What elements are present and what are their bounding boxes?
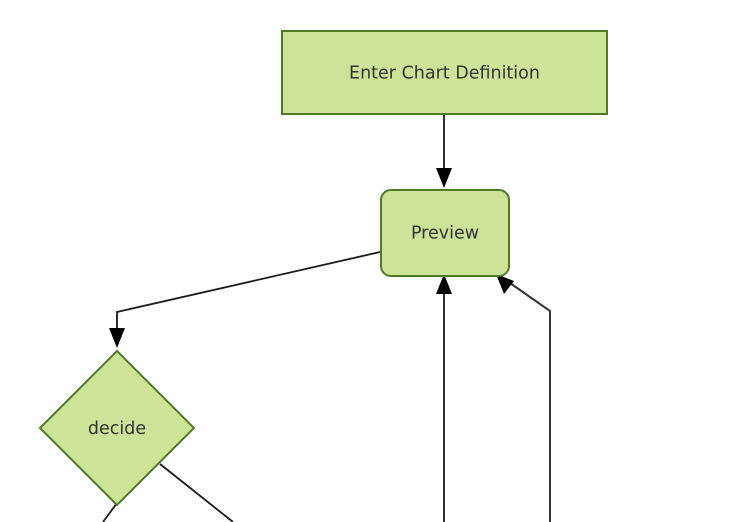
- edge-line: [102, 502, 118, 522]
- edge-line: [159, 463, 234, 522]
- edge-enter-to-preview: [436, 114, 452, 188]
- edge-preview-to-decide: [109, 251, 381, 348]
- node-enter-chart-definition[interactable]: Enter Chart Definition: [281, 30, 608, 115]
- arrow-head-icon: [436, 168, 452, 188]
- node-shape-rectangle[interactable]: [281, 30, 608, 115]
- node-shape-diamond[interactable]: [38, 349, 196, 507]
- node-label-preview: Preview: [411, 224, 479, 244]
- edge-decide-to-bottom-left: [102, 502, 118, 522]
- edge-line: [116, 251, 381, 332]
- node-shape-rounded-rectangle[interactable]: [380, 189, 510, 277]
- edge-bottom-right-to-preview: [496, 274, 551, 522]
- arrow-head-icon: [496, 274, 514, 294]
- arrow-head-icon: [109, 328, 125, 348]
- edge-line: [509, 282, 551, 522]
- node-decide[interactable]: decide: [38, 349, 196, 507]
- arrow-head-icon: [436, 274, 452, 294]
- node-label-enter-chart-definition: Enter Chart Definition: [349, 64, 540, 84]
- edge-decide-to-bottom-right: [159, 463, 234, 522]
- node-preview[interactable]: Preview: [380, 189, 510, 277]
- node-label-decide: decide: [88, 419, 146, 439]
- edge-bottom-center-to-preview: [436, 274, 452, 522]
